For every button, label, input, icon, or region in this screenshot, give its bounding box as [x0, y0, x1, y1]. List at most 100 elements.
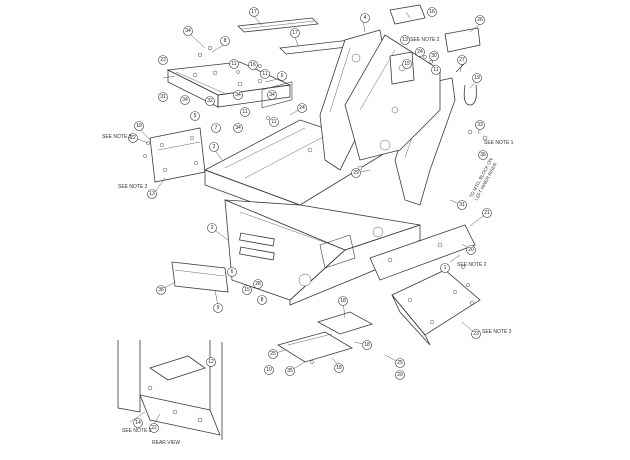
svg-text:34: 34 — [182, 97, 188, 103]
callout-18-c: 18 — [334, 363, 344, 373]
callout-34-e: 34 — [233, 123, 243, 133]
callout-34-b: 34 — [180, 95, 190, 105]
callout-9: 9 — [213, 303, 223, 313]
svg-text:32: 32 — [207, 98, 213, 104]
callout-21: 21 — [482, 208, 492, 218]
svg-text:20: 20 — [468, 247, 474, 253]
svg-text:3: 3 — [211, 225, 214, 231]
see-note-2-left: SEE NOTE 2 — [118, 184, 148, 190]
callout-11-a: 11 — [229, 59, 239, 69]
svg-text:8: 8 — [261, 297, 264, 303]
callout-8-b: 8 — [257, 295, 267, 305]
floor-plates — [277, 311, 374, 363]
rear-view-caption: REAR VIEW — [152, 440, 180, 446]
callout-29-a: 29 — [351, 168, 361, 178]
svg-text:14: 14 — [135, 420, 141, 426]
svg-text:36: 36 — [480, 152, 486, 158]
svg-text:16: 16 — [429, 9, 435, 15]
svg-text:9: 9 — [217, 305, 220, 311]
svg-text:27: 27 — [459, 57, 465, 63]
callout-19-a: 19 — [134, 121, 144, 131]
callout-35: 35 — [285, 366, 295, 376]
callout-34-c: 34 — [233, 90, 243, 100]
svg-text:18: 18 — [336, 365, 342, 371]
callout-7-a: 7 — [211, 123, 221, 133]
callout-23: 23 — [158, 55, 168, 65]
svg-text:24: 24 — [417, 49, 423, 55]
callout-30: 30 — [429, 51, 439, 61]
callout-11-d: 11 — [269, 117, 279, 127]
callout-10: 10 — [264, 365, 274, 375]
callout-18-b: 18 — [362, 340, 372, 350]
svg-text:25: 25 — [270, 351, 276, 357]
svg-text:35: 35 — [287, 368, 293, 374]
svg-text:26: 26 — [477, 17, 483, 23]
svg-text:34: 34 — [185, 28, 191, 34]
svg-text:11: 11 — [271, 119, 276, 125]
callout-28: 28 — [253, 279, 263, 289]
callout-11-b: 11 — [260, 69, 270, 79]
callout-29-b: 29 — [395, 370, 405, 380]
callout-6-a: 6 — [277, 71, 287, 81]
svg-text:1: 1 — [444, 265, 447, 271]
svg-text:23: 23 — [160, 57, 166, 63]
callout-2: 2 — [209, 142, 219, 152]
svg-text:28: 28 — [255, 281, 261, 287]
svg-text:4: 4 — [364, 15, 367, 21]
callout-20: 20 — [466, 245, 476, 255]
svg-text:22: 22 — [130, 135, 136, 141]
upper-cross-member — [166, 61, 292, 108]
callout-27: 27 — [457, 55, 467, 65]
callout-26: 26 — [475, 15, 485, 25]
svg-text:34: 34 — [235, 125, 241, 131]
svg-text:10: 10 — [266, 367, 272, 373]
see-note-2-right: SEE NOTE 2 — [457, 262, 487, 268]
callout-34-d: 34 — [267, 90, 277, 100]
svg-text:18: 18 — [340, 298, 346, 304]
svg-text:11: 11 — [433, 67, 438, 73]
callout-13: 13 — [147, 189, 157, 199]
svg-text:11: 11 — [231, 61, 236, 67]
callout-17-strip: 17 — [290, 28, 300, 38]
svg-text:34: 34 — [269, 92, 275, 98]
svg-text:5: 5 — [194, 113, 197, 119]
svg-text:18: 18 — [364, 342, 370, 348]
lower-frame-box — [224, 199, 421, 306]
svg-text:29: 29 — [397, 372, 403, 378]
svg-text:7: 7 — [215, 125, 218, 131]
svg-text:13: 13 — [149, 191, 155, 197]
callout-22-a: 22 — [128, 133, 138, 143]
top-plate-strip — [237, 17, 357, 55]
inner-riser-panel — [344, 34, 441, 161]
callout-16: 16 — [248, 60, 258, 70]
callout-17-top: 17 — [249, 7, 259, 17]
svg-text:15: 15 — [244, 287, 250, 293]
right-rail — [369, 224, 476, 281]
svg-text:6: 6 — [281, 73, 284, 79]
callout-22-b: 22 — [149, 423, 159, 433]
callout-24-b: 24 — [415, 47, 425, 57]
callout-6-b: 6 — [227, 267, 237, 277]
svg-text:19: 19 — [136, 123, 142, 129]
callout-16-b: 16 — [427, 7, 437, 17]
svg-text:16: 16 — [250, 62, 256, 68]
callout-5: 5 — [190, 111, 200, 121]
svg-text:33: 33 — [477, 122, 483, 128]
callout-4: 4 — [360, 13, 370, 23]
callout-32: 32 — [205, 96, 215, 106]
svg-text:8: 8 — [224, 38, 227, 44]
callout-19-b: 19 — [472, 73, 482, 83]
callout-23-b: 23 — [471, 329, 481, 339]
callout-31-b: 31 — [457, 200, 467, 210]
callout-15: 15 — [402, 59, 412, 69]
callout-31-a: 31 — [158, 92, 168, 102]
svg-text:21: 21 — [484, 210, 490, 216]
callout-12: 12 — [206, 357, 216, 367]
rear-view-inset — [117, 340, 223, 440]
see-note-3-left: SEE NOTE 3 — [102, 134, 132, 140]
callout-34-a: 34 — [183, 26, 193, 36]
callout-25-b: 25 — [395, 358, 405, 368]
svg-text:34: 34 — [235, 92, 241, 98]
callout-18: 18 — [338, 296, 348, 306]
